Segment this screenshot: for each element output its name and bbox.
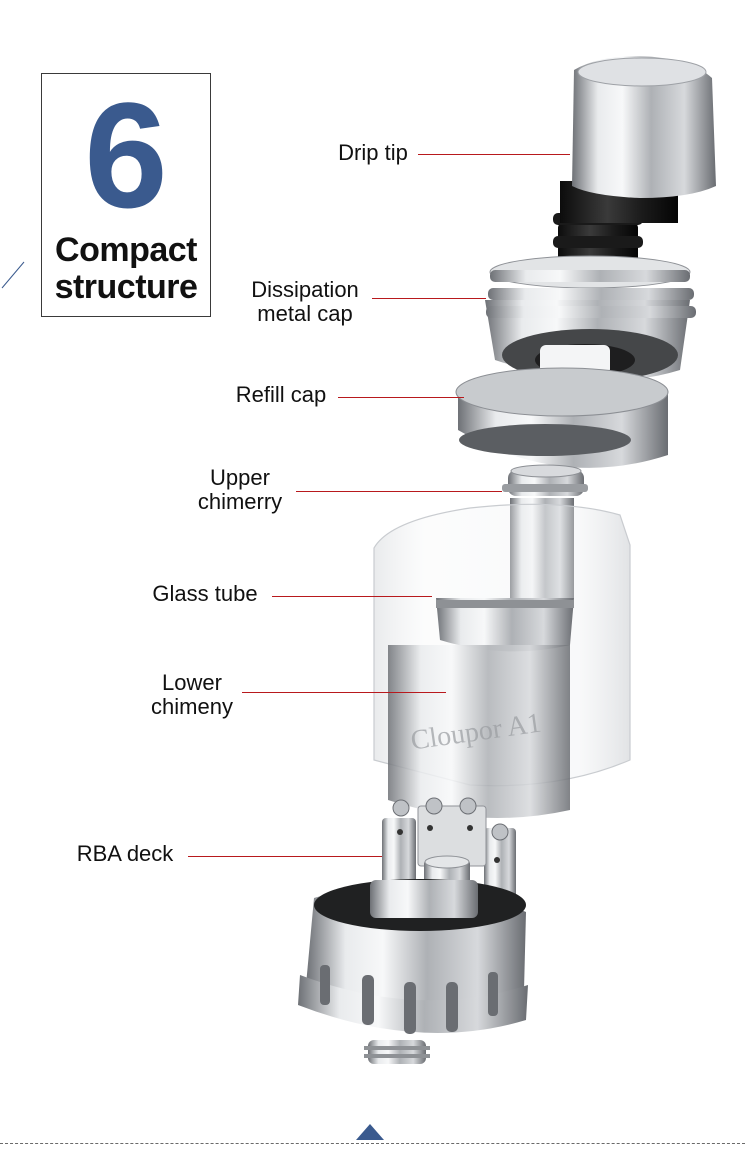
- leader-upper-chimney: [296, 491, 502, 492]
- leader-drip-tip: [418, 154, 570, 155]
- section-marker-triangle: [356, 1124, 384, 1140]
- dissipation-cap-part: [485, 255, 696, 381]
- leader-rba-deck: [188, 856, 382, 857]
- label-lower-chimney: Lower chimeny: [151, 670, 233, 720]
- decor-slash-left: [1, 261, 25, 289]
- label-rba-deck: RBA deck: [76, 841, 174, 866]
- leader-refill-cap: [338, 397, 464, 398]
- label-dissipation-cap: Dissipation metal cap: [251, 277, 359, 327]
- refill-cap-part: [455, 367, 669, 468]
- feature-title-line1: Compact: [55, 231, 197, 269]
- glass-tube-part: Cloupor A1: [373, 503, 631, 818]
- feature-title-line2: structure: [54, 267, 198, 306]
- leader-glass-tube: [272, 596, 432, 597]
- label-glass-tube: Glass tube: [152, 581, 258, 606]
- label-upper-chimney: Upper chimerry: [197, 465, 283, 515]
- feature-title: Compact structure: [42, 232, 210, 305]
- rba-deck-part: [298, 797, 528, 1064]
- label-refill-cap: Refill cap: [235, 382, 327, 407]
- leader-lower-chimney: [242, 692, 446, 693]
- label-drip-tip: Drip tip: [338, 140, 408, 165]
- dashed-divider: [0, 1143, 745, 1144]
- feature-number: 6: [84, 71, 168, 239]
- leader-dissipation-cap: [372, 298, 486, 299]
- feature-badge: 6 Compact structure: [41, 73, 211, 317]
- drip-tip-part: [553, 56, 716, 282]
